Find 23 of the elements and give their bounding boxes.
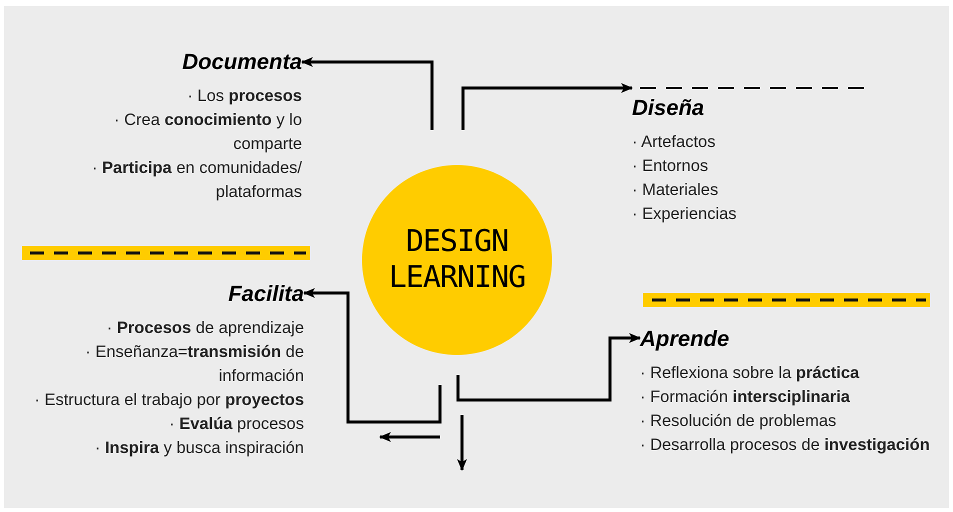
- arrow: [301, 57, 434, 130]
- section-heading: Facilita: [227, 280, 304, 308]
- bullet-item: · Materiales: [632, 180, 720, 201]
- bullet-item: · Evalúa procesos: [168, 414, 304, 435]
- section-heading: Aprende: [640, 325, 730, 353]
- bullet-item: · Participa en comunidades/ plataformas: [90, 158, 302, 203]
- section-heading: Documenta: [181, 48, 302, 76]
- bullet-item: · Inspira y busca inspiración: [94, 438, 304, 459]
- section-heading: Diseña: [632, 94, 706, 122]
- bullet-item: · Desarrolla procesos de investigación: [640, 435, 930, 456]
- bullet-item: · Estructura el trabajo por proyectos: [33, 390, 304, 411]
- bullet-item: · Reflexiona sobre la práctica: [640, 363, 860, 384]
- bullet-item: · Los procesos: [186, 86, 302, 107]
- arrow: [462, 83, 633, 130]
- arrow: [303, 288, 442, 424]
- bullet-item: · Procesos de aprendizaje: [106, 318, 304, 339]
- bullet-item: · Formación intersciplinaria: [640, 387, 851, 408]
- bullet-item: · Experiencias: [632, 204, 738, 225]
- circle-title: DESIGN LEARNING: [388, 224, 526, 296]
- arrow: [456, 333, 641, 402]
- bullet-item: · Artefactos: [632, 132, 716, 153]
- bullet-item: · Entornos: [632, 156, 710, 177]
- bullet-item: · Resolución de problemas: [640, 411, 838, 432]
